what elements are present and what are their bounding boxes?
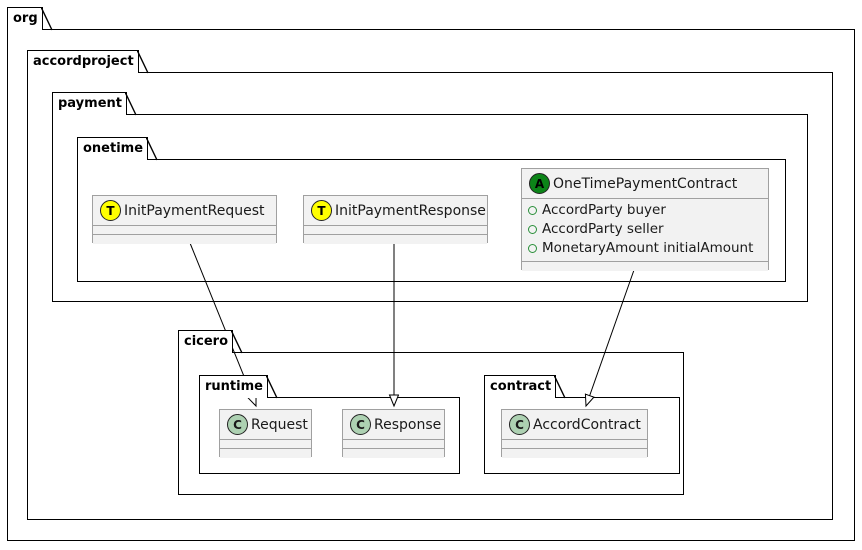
class-name: InitPaymentResponse bbox=[335, 202, 486, 219]
visibility-package-icon bbox=[528, 206, 537, 215]
class-name: Request bbox=[251, 416, 308, 433]
methods-compartment bbox=[343, 449, 444, 458]
package-label-contract: contract bbox=[490, 379, 552, 394]
folder-fold-icon bbox=[231, 330, 243, 354]
visibility-package-icon bbox=[528, 225, 537, 234]
stereotype-concept-icon: C bbox=[350, 414, 371, 435]
package-tab-runtime[interactable]: runtime bbox=[199, 375, 278, 399]
methods-compartment bbox=[93, 235, 276, 244]
class-name: InitPaymentRequest bbox=[124, 202, 265, 219]
package-tab-onetime[interactable]: onetime bbox=[77, 137, 158, 161]
stereotype-asset-icon: A bbox=[529, 173, 550, 194]
package-tab-org[interactable]: org bbox=[7, 7, 53, 31]
folder-fold-icon bbox=[136, 50, 149, 74]
visibility-package-icon bbox=[528, 244, 537, 253]
methods-compartment bbox=[522, 262, 768, 271]
package-tab-contract[interactable]: contract bbox=[484, 375, 566, 399]
attributes-compartment bbox=[304, 226, 487, 235]
attribute-label: MonetaryAmount initialAmount bbox=[542, 240, 754, 256]
attribute-row: AccordParty buyer bbox=[528, 201, 762, 220]
folder-fold-icon bbox=[554, 375, 566, 399]
attribute-label: AccordParty buyer bbox=[542, 202, 666, 218]
package-label-accordproject: accordproject bbox=[33, 54, 134, 69]
package-tab-cicero[interactable]: cicero bbox=[178, 330, 243, 354]
attribute-label: AccordParty seller bbox=[542, 221, 664, 237]
stereotype-concept-icon: C bbox=[509, 414, 530, 435]
folder-fold-icon bbox=[146, 137, 158, 161]
attribute-row: AccordParty seller bbox=[528, 220, 762, 239]
class-name: OneTimePaymentContract bbox=[553, 175, 738, 192]
stereotype-transaction-icon: T bbox=[311, 200, 332, 221]
package-tab-accordproject[interactable]: accordproject bbox=[27, 50, 149, 74]
package-label-runtime: runtime bbox=[205, 379, 263, 394]
package-label-onetime: onetime bbox=[83, 141, 144, 156]
attributes-compartment bbox=[93, 226, 276, 235]
class-name: AccordContract bbox=[533, 416, 641, 433]
package-label-org: org bbox=[13, 11, 38, 26]
package-tab-payment[interactable]: payment bbox=[52, 92, 137, 116]
attribute-row: MonetaryAmount initialAmount bbox=[528, 239, 762, 258]
stereotype-concept-icon: C bbox=[227, 414, 248, 435]
class-name: Response bbox=[374, 416, 442, 433]
attributes-compartment bbox=[343, 440, 444, 449]
package-label-cicero: cicero bbox=[184, 334, 229, 349]
folder-fold-icon bbox=[265, 375, 278, 399]
attributes-compartment bbox=[502, 440, 647, 449]
folder-fold-icon bbox=[124, 92, 137, 116]
attributes-compartment bbox=[220, 440, 311, 449]
methods-compartment bbox=[502, 449, 647, 458]
package-label-payment: payment bbox=[58, 96, 122, 111]
stereotype-transaction-icon: T bbox=[100, 200, 121, 221]
methods-compartment bbox=[220, 449, 311, 458]
folder-fold-icon bbox=[40, 7, 53, 31]
methods-compartment bbox=[304, 235, 487, 244]
